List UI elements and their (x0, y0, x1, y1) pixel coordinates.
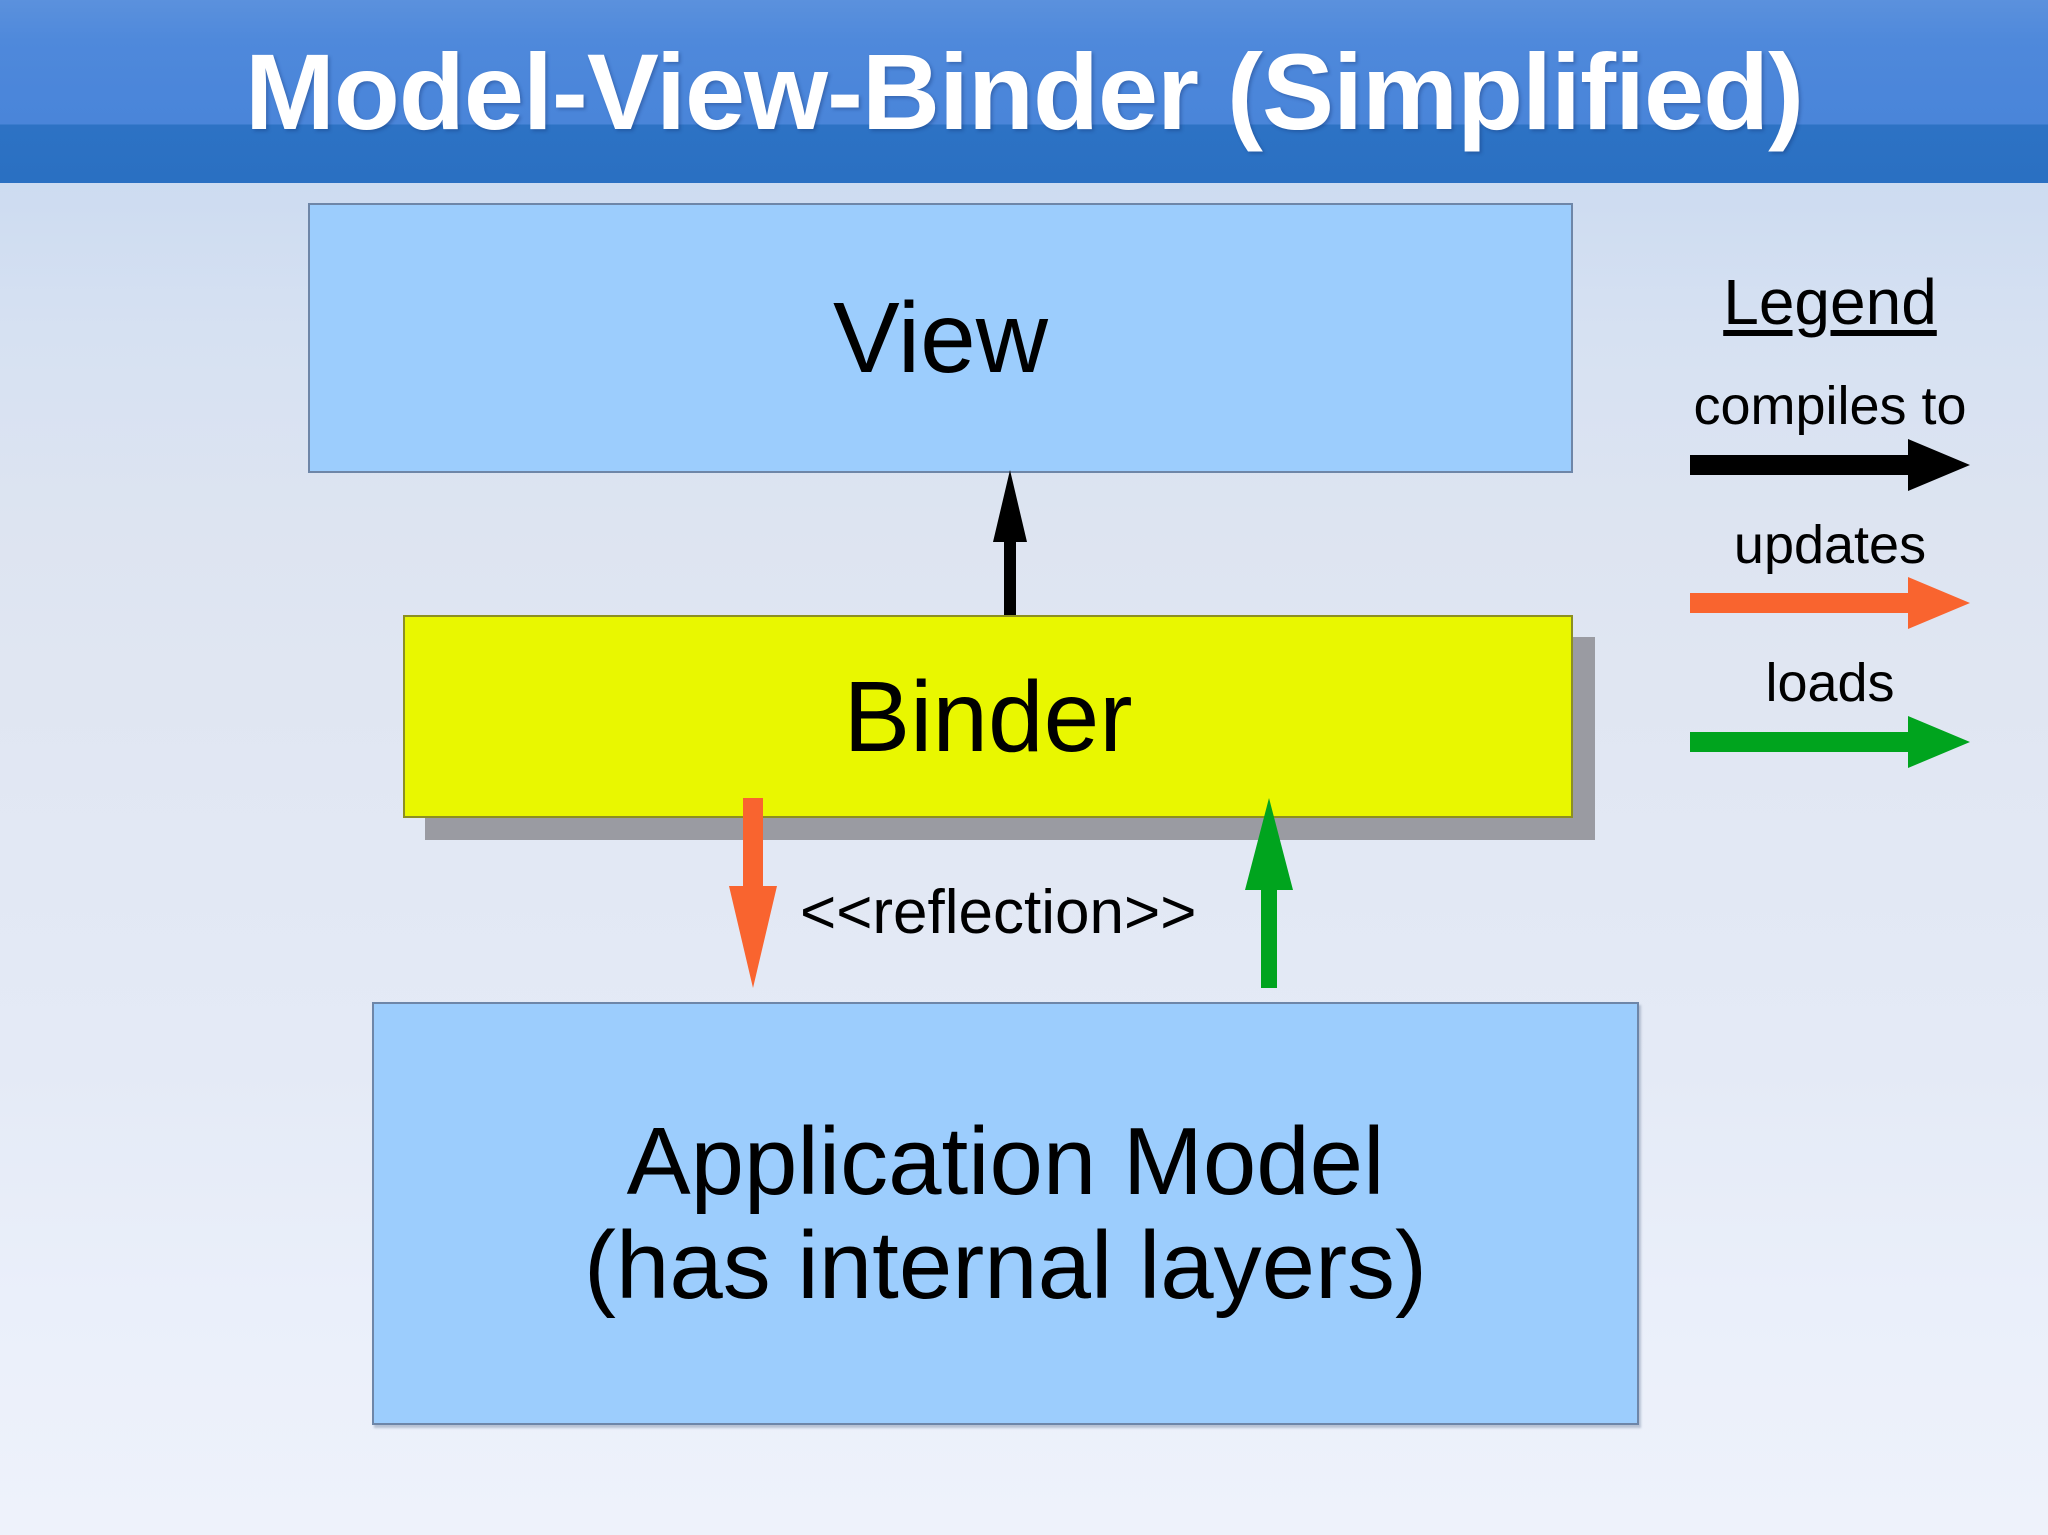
application-model-label-line2: (has internal layers) (584, 1211, 1427, 1319)
legend-entry-updates: updates (1620, 514, 2040, 630)
legend: Legend compiles to updates loads (1620, 266, 2040, 769)
title-banner: Model-View-Binder (Simplified) (0, 0, 2048, 183)
application-model-box[interactable]: Application Model (has internal layers) (372, 1002, 1639, 1425)
legend-arrow-right-icon-black (1690, 438, 1970, 491)
legend-label-updates: updates (1733, 514, 1927, 575)
legend-arrow-right-icon-orange (1690, 577, 1970, 630)
page-title: Model-View-Binder (Simplified) (244, 30, 1804, 152)
compiles-to-arrow-icon (993, 470, 1027, 630)
updates-arrow-icon (729, 798, 777, 988)
view-box-label: View (833, 282, 1048, 394)
loads-arrow-icon (1245, 798, 1293, 988)
view-box[interactable]: View (308, 203, 1573, 473)
legend-label-loads: loads (1765, 653, 1895, 714)
legend-title: Legend (1723, 266, 1937, 338)
binder-box-label: Binder (843, 660, 1133, 773)
application-model-label-line1: Application Model (626, 1107, 1385, 1215)
legend-label-compiles-to: compiles to (1693, 376, 1967, 436)
reflection-stereotype-label: <<reflection>> (800, 878, 1197, 947)
legend-entry-loads: loads (1620, 653, 2040, 769)
legend-arrow-right-icon-green (1690, 716, 1970, 769)
legend-entry-compiles-to: compiles to (1620, 378, 2040, 491)
binder-box[interactable]: Binder (403, 615, 1573, 818)
